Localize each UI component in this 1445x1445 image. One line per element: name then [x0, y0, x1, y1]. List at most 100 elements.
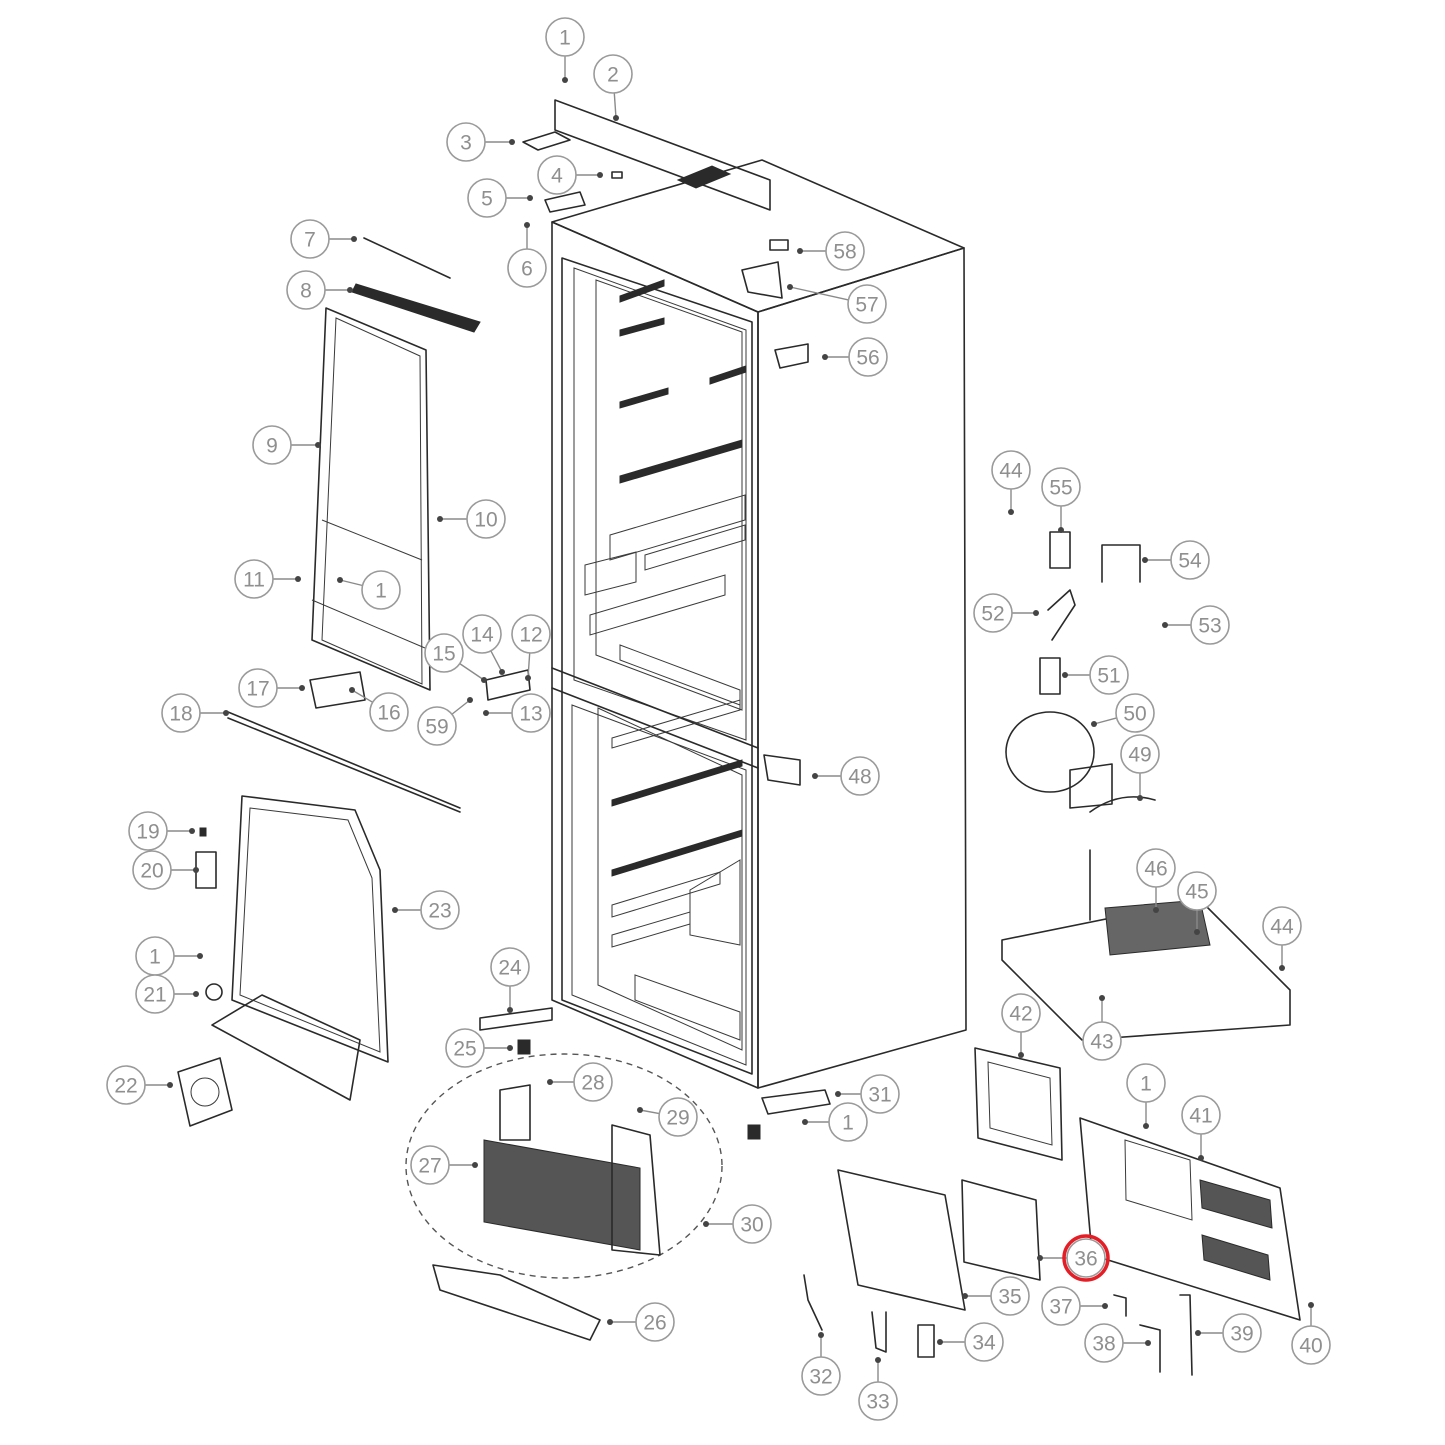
- callout-number: 15: [432, 643, 455, 666]
- callout-number: 43: [1090, 1031, 1113, 1054]
- callout-leader-dot: [613, 115, 619, 121]
- callout-51: 51: [1062, 655, 1129, 695]
- evaporator-cover: [227, 237, 531, 813]
- callout-leader-dot: [392, 907, 398, 913]
- callout-bubble: [1262, 906, 1302, 946]
- callout-bubble: [420, 890, 460, 930]
- callout-28: 28: [547, 1062, 613, 1102]
- callout-56: 56: [822, 337, 888, 377]
- callout-leader-dot: [1062, 672, 1068, 678]
- callout-leader-dot: [1198, 1155, 1204, 1161]
- callout-bubble: [973, 593, 1013, 633]
- callout-number: 59: [425, 716, 448, 739]
- callout-bubble: [1222, 1313, 1262, 1353]
- callout-24: 24: [490, 947, 530, 1013]
- callout-leader-dot: [299, 685, 305, 691]
- callout-leader-dot: [1058, 527, 1064, 533]
- callout-leader-dot: [1143, 1123, 1149, 1129]
- callout-59: 59: [417, 697, 473, 746]
- callout-55: 55: [1041, 467, 1081, 533]
- callout-leader: [613, 92, 617, 119]
- callout-number: 33: [866, 1391, 889, 1414]
- callout-number: 1: [1140, 1073, 1152, 1096]
- callout-leader-dot: [193, 867, 199, 873]
- callout-leader: [1093, 717, 1117, 725]
- callout-leader-dot: [467, 697, 473, 703]
- callout-bubble: [573, 1062, 613, 1102]
- callout-bubble: [828, 1102, 868, 1142]
- callout-leader-dot: [347, 287, 353, 293]
- callout-leader: [490, 650, 503, 673]
- callout-number: 42: [1009, 1003, 1032, 1026]
- callout-9: 9: [252, 425, 321, 465]
- callout-number: 44: [1270, 916, 1294, 939]
- callout-leader-dot: [437, 516, 443, 522]
- callout-1: 1: [802, 1102, 868, 1142]
- callout-bubble: [234, 559, 274, 599]
- callout-bubble: [161, 693, 201, 733]
- callout-25: 25: [445, 1028, 513, 1068]
- callout-bubble: [1082, 1021, 1122, 1061]
- callout-number: 54: [1178, 550, 1202, 573]
- callout-leader-dot: [349, 687, 355, 693]
- callout-number: 6: [521, 258, 533, 281]
- callout-leader-dot: [167, 1082, 173, 1088]
- callout-leader: [339, 579, 363, 587]
- callout-bubble: [132, 850, 172, 890]
- callout-leader-dot: [1137, 795, 1143, 801]
- callout-number: 38: [1092, 1333, 1115, 1356]
- callout-bubble: [1089, 655, 1129, 695]
- callout-14: 14: [462, 614, 505, 675]
- callout-leader-dot: [1099, 995, 1105, 1001]
- callout-leader-dot: [499, 669, 505, 675]
- callout-bubble: [290, 219, 330, 259]
- callout-bubble: [128, 811, 168, 851]
- callout-number: 24: [498, 957, 522, 980]
- callout-leader-dot: [337, 577, 343, 583]
- callout-bubble: [593, 54, 633, 94]
- callout-7: 7: [290, 219, 357, 259]
- callout-leader-dot: [802, 1119, 808, 1125]
- callout-bubble: [545, 17, 585, 57]
- callout-39: 39: [1195, 1313, 1262, 1353]
- callout-bubble: [446, 122, 486, 162]
- callout-leader-dot: [1102, 1303, 1108, 1309]
- callout-leader-dot: [1195, 1330, 1201, 1336]
- callout-number: 56: [856, 347, 879, 370]
- callout-number: 51: [1097, 665, 1120, 688]
- callout-leader-dot: [525, 675, 531, 681]
- callout-number: 29: [666, 1107, 689, 1130]
- callout-number: 1: [842, 1112, 854, 1135]
- callout-5: 5: [467, 178, 533, 218]
- callout-number: 52: [981, 603, 1004, 626]
- callout-26: 26: [607, 1302, 675, 1342]
- callout-bubble: [1041, 1286, 1081, 1326]
- callout-52: 52: [973, 593, 1039, 633]
- callout-number: 58: [833, 241, 856, 264]
- callout-19: 19: [128, 811, 195, 851]
- callout-bubble: [1177, 871, 1217, 911]
- callout-bubble: [1041, 467, 1081, 507]
- callout-number: 39: [1230, 1323, 1253, 1346]
- callout-number: 9: [266, 435, 278, 458]
- callout-leader-dot: [1142, 557, 1148, 563]
- callout-bubble: [860, 1074, 900, 1114]
- callout-bubble: [848, 337, 888, 377]
- callout-leader-dot: [875, 1357, 881, 1363]
- callout-number: 49: [1128, 744, 1151, 767]
- callout-44: 44: [991, 450, 1031, 515]
- callout-bubble: [252, 425, 292, 465]
- callout-34: 34: [937, 1322, 1004, 1362]
- callout-bubble: [990, 1276, 1030, 1316]
- callout-18: 18: [161, 693, 229, 733]
- callout-leader-dot: [787, 284, 793, 290]
- callout-37: 37: [1041, 1286, 1108, 1326]
- callout-bubble: [445, 1028, 485, 1068]
- callout-54: 54: [1142, 540, 1210, 580]
- callout-leader-dot: [1018, 1052, 1024, 1058]
- callout-leader-dot: [597, 172, 603, 178]
- callout-number: 11: [243, 569, 265, 592]
- callout-46: 46: [1136, 848, 1176, 913]
- callout-number: 20: [140, 860, 163, 883]
- callout-number: 8: [300, 280, 312, 303]
